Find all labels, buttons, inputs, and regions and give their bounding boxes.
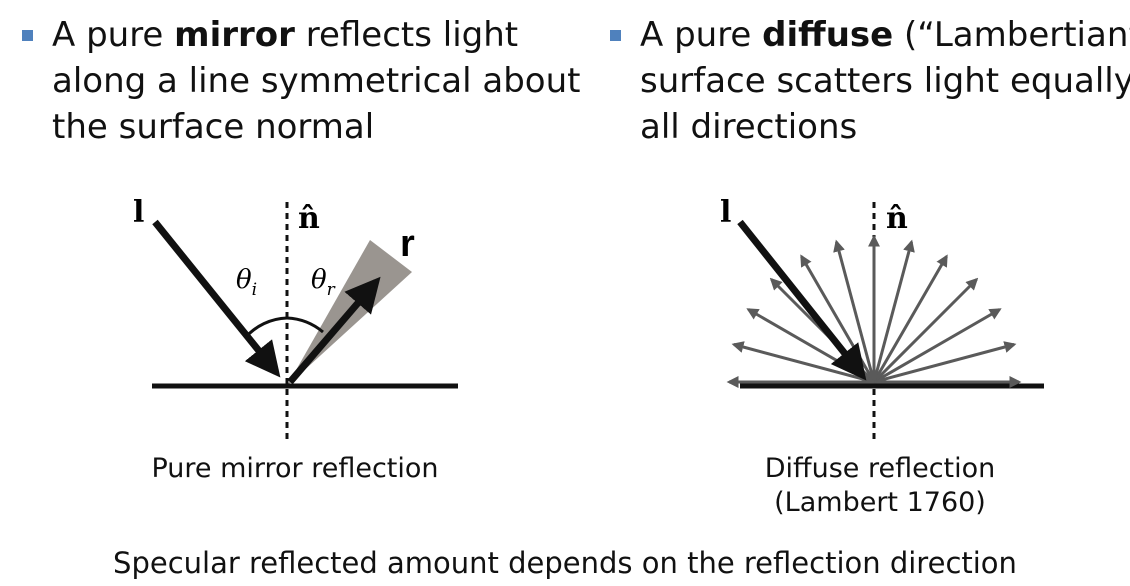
- diffuse-normal-vector-label: n̂: [886, 201, 908, 236]
- bullet-diffuse-keyword: diffuse: [762, 15, 894, 55]
- theta-reflected-label: θr: [311, 265, 336, 300]
- reflected-ray-arrow: [287, 276, 381, 385]
- light-vector-label: l: [133, 195, 144, 230]
- incident-light-arrow: [152, 219, 281, 378]
- reflected-vector-label: r: [400, 223, 415, 265]
- bullet-diffuse-line3: all directions: [640, 107, 858, 147]
- diffuse-reflection-diagram: l n̂: [720, 195, 1044, 442]
- bullet-mirror-suffix: reflects light: [294, 15, 519, 55]
- bullet-diffuse-line2: surface scatters light equally in: [640, 61, 1130, 101]
- scatter-ray-arrow: [872, 254, 948, 383]
- diffuse-incident-light-arrow: [737, 219, 867, 381]
- bullet-square-icon: [610, 30, 621, 41]
- bullet-mirror-line1: A pure mirror reflects light: [52, 12, 582, 58]
- bullet-mirror-prefix: A pure: [52, 15, 175, 55]
- bullet-mirror-line3: the surface normal: [52, 107, 375, 147]
- mirror-caption: Pure mirror reflection: [151, 453, 439, 484]
- scatter-ray-arrow: [872, 277, 979, 384]
- bullet-diffuse-prefix: A pure: [640, 15, 763, 55]
- bullet-diffuse-suffix: (“Lambertian”): [904, 15, 1130, 55]
- theta-incident-label: θi: [236, 265, 257, 300]
- scatter-ray-arrow: [872, 239, 915, 383]
- diffuse-caption: Diffuse reflection (Lambert 1760): [730, 452, 1030, 520]
- scatter-ray-arrow: [873, 308, 1002, 384]
- bullet-diffuse-line1: A pure diffuse (“Lambertian”): [640, 12, 1130, 58]
- scatter-ray-arrow: [873, 341, 1017, 384]
- diffuse-caption-line1: Diffuse reflection: [764, 453, 996, 484]
- scatter-ray-arrow: [833, 239, 876, 383]
- angle-arc-reflected: [286, 316, 324, 334]
- bullet-diffuse: A pure diffuse (“Lambertian”) surface sc…: [610, 12, 1130, 150]
- diffuse-caption-line2: (Lambert 1760): [774, 487, 986, 518]
- angle-arc-incident: [243, 316, 288, 340]
- footer-note: Specular reflected amount depends on the…: [113, 546, 1017, 580]
- mirror-reflection-diagram: l n̂ r θi θr: [133, 195, 458, 442]
- diffuse-light-vector-label: l: [720, 195, 731, 230]
- bullet-mirror-keyword: mirror: [174, 15, 295, 55]
- bullet-square-icon: [22, 30, 33, 41]
- normal-vector-label: n̂: [298, 201, 320, 236]
- bullet-mirror-line2: along a line symmetrical about: [52, 61, 581, 101]
- bullet-mirror: A pure mirror reflects light along a lin…: [22, 12, 582, 150]
